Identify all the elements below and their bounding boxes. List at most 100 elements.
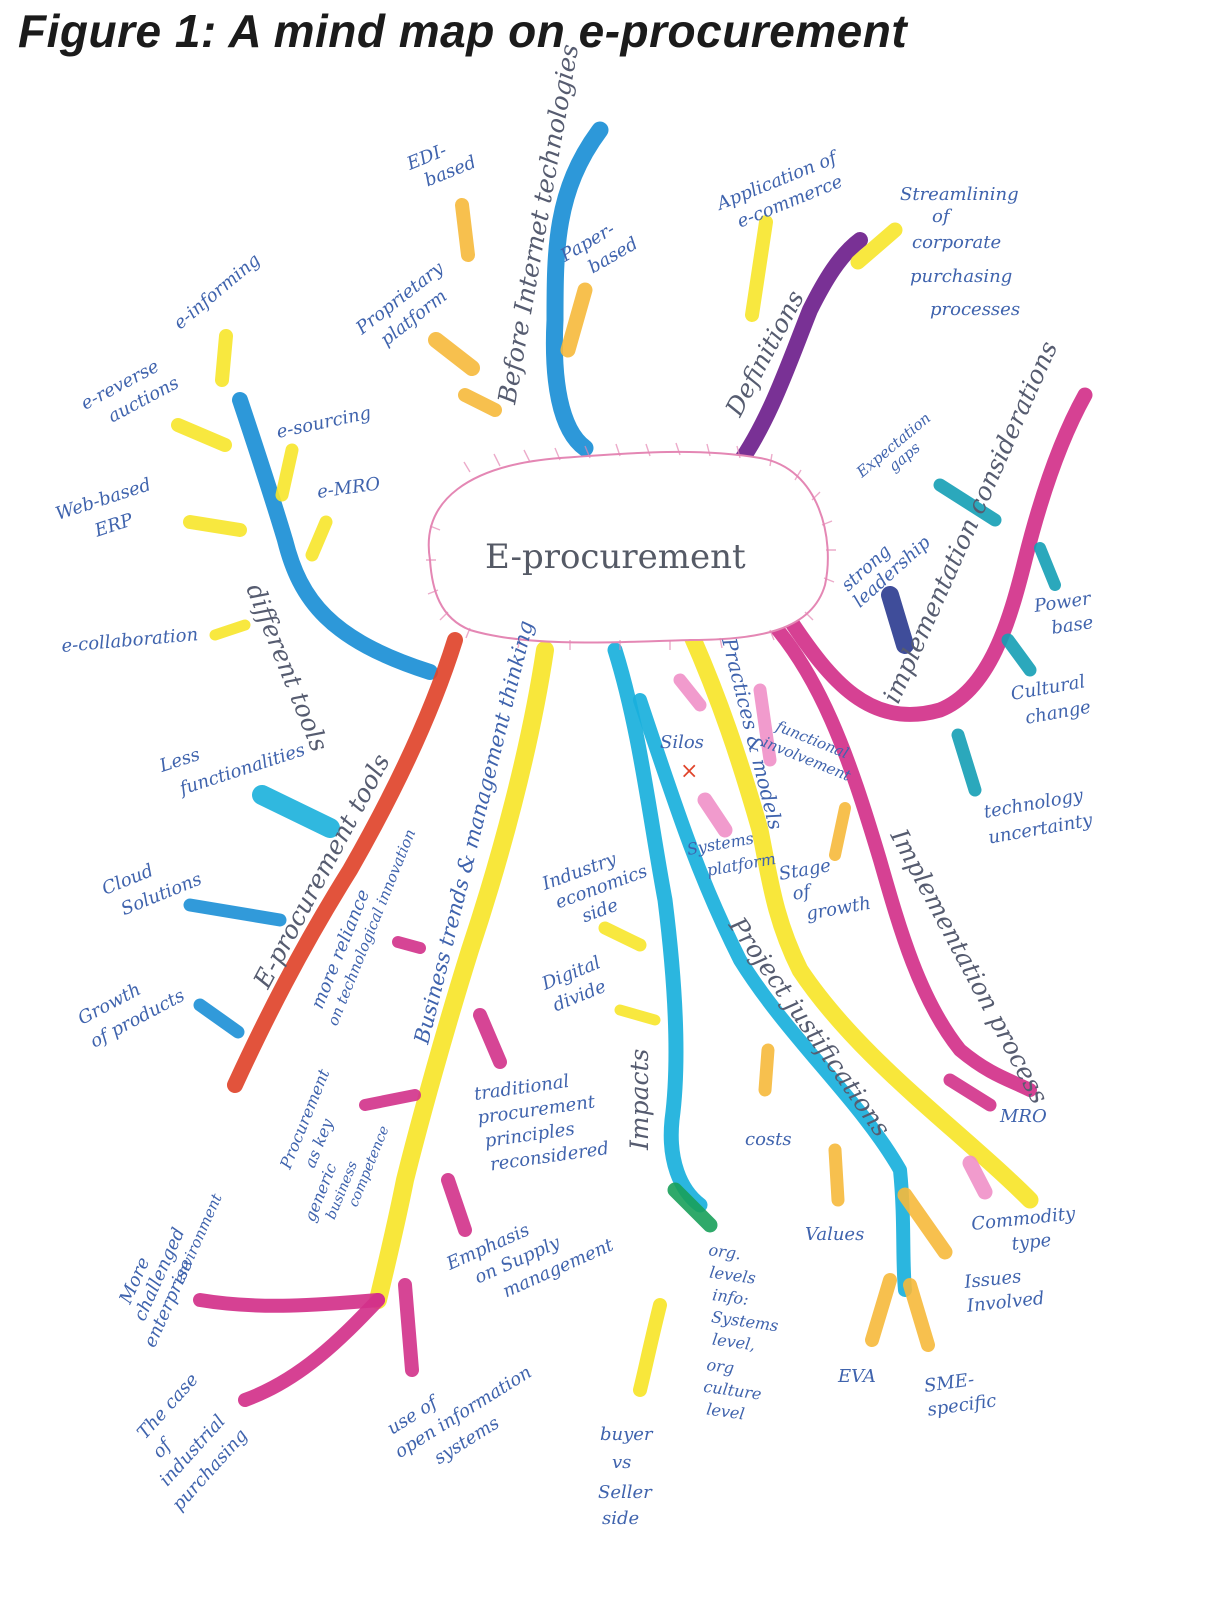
leaf-traditional: traditional procurement principles recon… <box>473 1071 610 1176</box>
leaf-issues: Issues Involved <box>962 1266 1046 1317</box>
twig-ecollab <box>209 619 251 641</box>
branch-before-internet <box>545 121 609 457</box>
sub-branch-trends-challenged <box>193 1293 385 1313</box>
leaf-less-1: Less <box>156 744 203 777</box>
leaf-ereverse: e-reverse auctions <box>77 356 182 427</box>
branch-label-project-justifications: Project justifications <box>723 911 897 1142</box>
branch-label-impacts: Impacts <box>625 1049 654 1151</box>
twig-strong <box>881 586 914 654</box>
leaf-techunc: technology uncertainty <box>982 785 1095 849</box>
leaf-sme: SME- specific <box>923 1369 998 1421</box>
branch-label-eprocurement-tools: E-procurement tools <box>247 749 395 994</box>
leaf-org-levels: org. levels info: Systems level, org cul… <box>702 1240 779 1423</box>
twig-proprietary <box>428 332 480 376</box>
sub-branch-business-left <box>238 1293 385 1407</box>
central-ellipse-hatch <box>426 442 836 650</box>
leaf-commodity: Commodity type <box>970 1203 1077 1255</box>
leaf-paper: Paper- based <box>556 219 641 278</box>
branch-practices-models <box>681 623 1039 1209</box>
leaf-stage-3: growth <box>805 893 873 925</box>
leaf-eva: EVA <box>837 1366 876 1387</box>
leaf-buyer-3: Seller <box>598 1482 653 1503</box>
twig-edi <box>455 198 475 262</box>
twig-sme <box>903 1278 935 1352</box>
branch-business-trends <box>369 641 554 1309</box>
leaf-procurement-key: Procurement as key generic business comp… <box>276 1066 393 1225</box>
twig-digital-pink <box>473 1008 507 1069</box>
leaf-cultural-2: change <box>1024 697 1093 729</box>
leaf-buyer: buyer vs Seller side <box>598 1424 654 1529</box>
leaf-silos-x: × <box>680 759 698 784</box>
leaf-buyer-2: vs <box>612 1452 631 1473</box>
twig-values <box>828 1143 845 1207</box>
twig-emro <box>305 515 333 562</box>
leaf-org-levels-2: levels <box>708 1262 757 1287</box>
twig-functional <box>753 683 777 767</box>
twig-silos-2 <box>697 792 733 838</box>
leaf-org-levels-3: info: <box>711 1285 750 1309</box>
twig-cultural <box>1001 633 1037 677</box>
figure-title: Figure 1: A mind map on e-procurement <box>18 5 908 57</box>
twig-einforming <box>215 329 233 387</box>
twig-growth <box>193 998 245 1039</box>
central-node-label: E-procurement <box>485 537 746 577</box>
leaf-streamlining: Streamlining of corporate purchasing pro… <box>900 184 1020 320</box>
leaf-org-levels-8: level <box>705 1399 745 1423</box>
branch-implementation-process <box>753 603 1037 1097</box>
leaf-stage: Stage of growth <box>777 855 873 925</box>
leaf-industry: Industry economics side <box>539 848 651 927</box>
twig-power <box>1034 542 1061 591</box>
branch-eprocurement-tools <box>227 632 463 1093</box>
leaf-ecollab: e-collaboration <box>61 624 199 657</box>
leaf-issues-2: Involved <box>965 1288 1046 1317</box>
branch-impacts <box>607 642 708 1213</box>
leaf-buyer-4: side <box>602 1508 639 1529</box>
leaf-emro: e-MRO <box>316 473 382 503</box>
twig-mro <box>943 1073 997 1112</box>
leaf-less: Less functionalities <box>156 739 308 800</box>
twig-procurement <box>359 1089 421 1111</box>
leaf-buyer-1: buyer <box>600 1424 654 1445</box>
twig-application <box>745 215 773 322</box>
branch-label-business-trends: Business trends & management thinking <box>409 618 538 1047</box>
leaf-case: The case of industrial purchasing <box>133 1369 252 1515</box>
twig-orglevels <box>667 1182 718 1233</box>
leaf-streamlining-5: processes <box>930 299 1020 320</box>
leaf-stage-2: of <box>791 881 815 905</box>
twig-esourcing <box>275 443 299 502</box>
leaf-case-1: The case <box>133 1369 203 1443</box>
central-node: E-procurement <box>426 442 836 650</box>
twig-less <box>252 785 340 838</box>
leaf-commodity-2: type <box>1011 1230 1053 1255</box>
leaf-growth: Growth of products <box>74 979 188 1052</box>
branch-implementation-considerations <box>782 387 1093 722</box>
twig-strokes <box>171 198 1061 1377</box>
leaf-power: Power base <box>1032 588 1095 639</box>
twig-silos <box>673 673 707 712</box>
leaf-org-levels-1: org. <box>707 1240 742 1263</box>
twig-mro-pink <box>962 1155 993 1200</box>
twig-costs <box>758 1043 775 1097</box>
twig-stage <box>829 802 851 861</box>
twig-commodity <box>897 1187 953 1260</box>
leaf-values: Values <box>805 1224 864 1245</box>
leaf-open-info: use of open information systems <box>384 1362 536 1469</box>
leaf-costs: costs <box>745 1129 792 1150</box>
leaf-org-levels-6: org <box>705 1355 735 1378</box>
central-ellipse <box>427 450 829 644</box>
twig-open-info <box>398 1278 419 1377</box>
branch-definitions <box>730 232 868 473</box>
leaf-expectation: Expectation gaps <box>852 409 934 482</box>
leaf-stage-1: Stage <box>777 855 832 885</box>
twig-ereverse <box>171 418 232 452</box>
sub-branch-impacts-down <box>633 1298 667 1397</box>
leaf-webbased-2: ERP <box>91 509 136 542</box>
twig-emphasis <box>441 1173 472 1237</box>
leaf-streamlining-2: of <box>932 206 953 227</box>
leaf-power-2: base <box>1050 612 1095 639</box>
twig-streamlining <box>850 222 903 270</box>
leaf-streamlining-3: corporate <box>912 232 1001 253</box>
twig-webbased <box>183 515 247 537</box>
leaf-einforming: e-informing <box>170 250 265 334</box>
